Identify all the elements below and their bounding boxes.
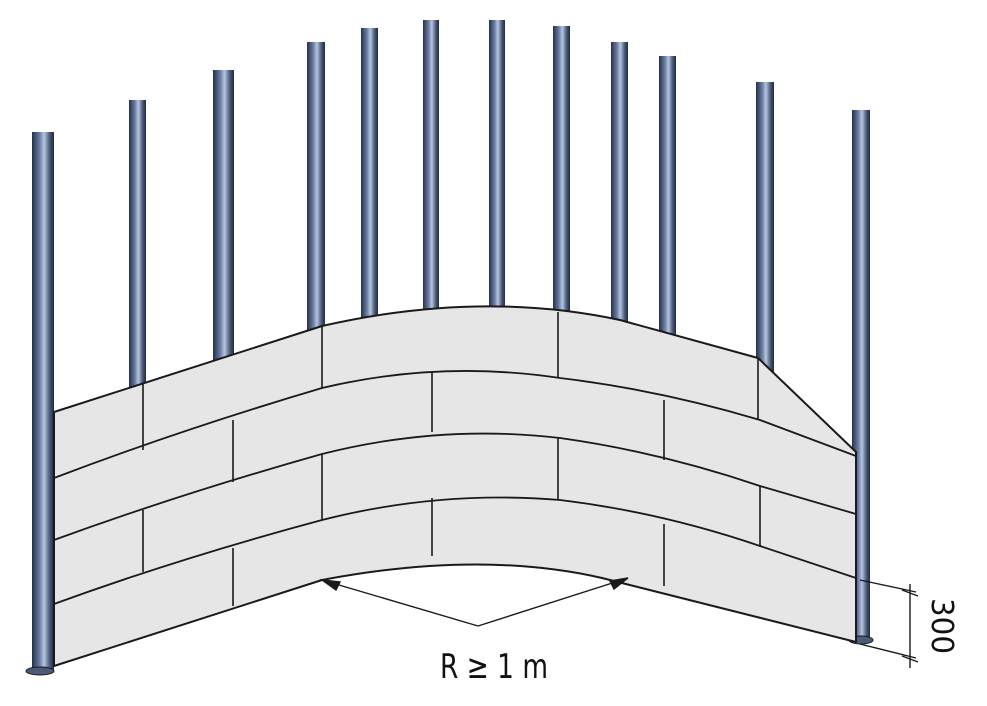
stud [489,20,505,320]
stud [361,28,378,328]
stud [553,26,570,326]
height-label: 300 [924,598,959,654]
height-dimension [859,579,919,668]
stud [611,42,628,342]
stud [129,100,146,400]
stud [213,70,234,370]
radius-label: R ≥ 1 m [440,647,548,687]
stud [423,20,439,320]
radius-dimension [319,577,629,627]
stud [307,42,325,342]
course-joint [53,370,857,479]
board-panel [53,305,857,667]
vertical-joints [142,312,761,606]
stud [32,132,54,672]
stud [756,82,774,442]
course-joint [53,496,857,605]
metal-studs [32,20,870,672]
stud [659,56,676,356]
